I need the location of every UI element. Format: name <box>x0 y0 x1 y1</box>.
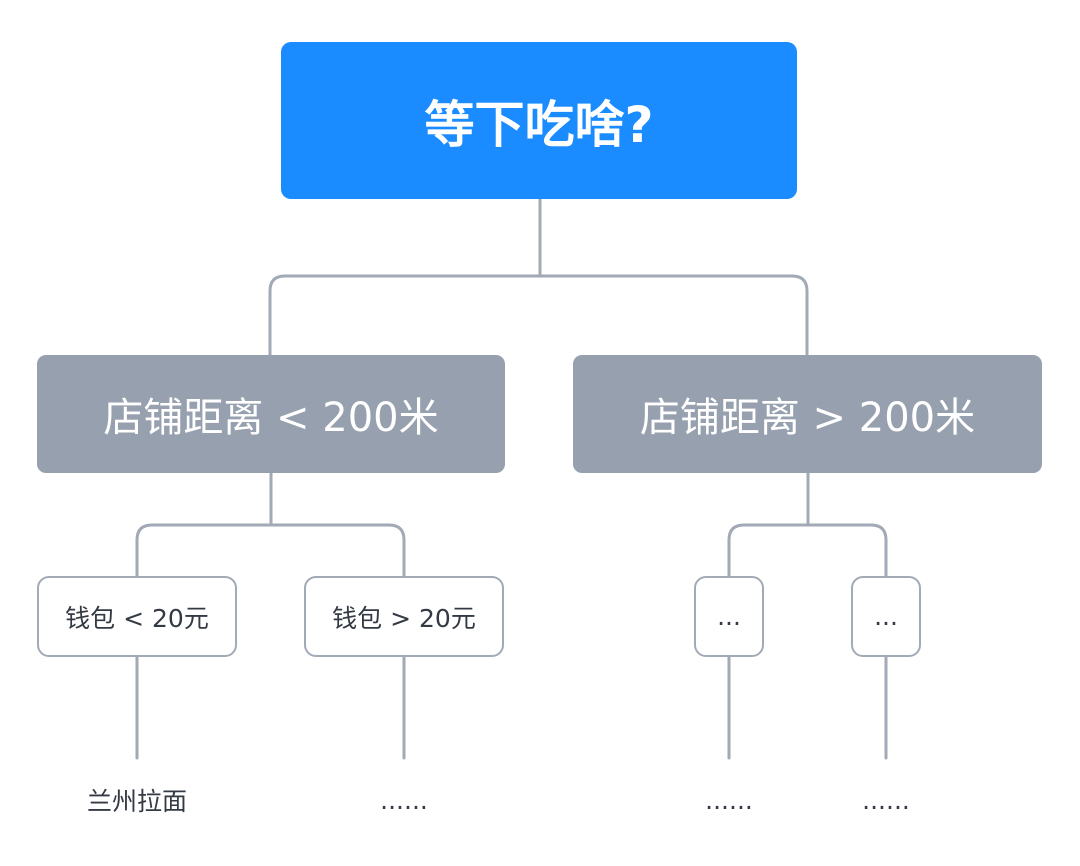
branch-node-far: 店铺距离 > 200米 <box>573 355 1042 473</box>
branch-node-near: 店铺距离 < 200米 <box>37 355 505 473</box>
leaf-node-wallet-low-label: 钱包 < 20元 <box>65 603 209 633</box>
result-text-2: ...... <box>380 785 428 815</box>
root-node: 等下吃啥? <box>281 42 797 199</box>
leaf-node-far-2: ... <box>851 576 921 657</box>
connector-right-split <box>727 523 888 578</box>
branch-node-near-label: 店铺距离 < 200米 <box>103 395 439 441</box>
branch-node-far-label: 店铺距离 > 200米 <box>639 395 976 441</box>
leaf-node-wallet-high: 钱包 > 20元 <box>304 576 504 657</box>
result-text-4: ...... <box>862 785 910 815</box>
connector-left-split <box>135 523 406 578</box>
leaf-node-far-2-label: ... <box>874 602 898 631</box>
leaf-node-wallet-high-label: 钱包 > 20元 <box>332 603 476 633</box>
leaf-node-far-1-label: ... <box>717 602 741 631</box>
result-text-1: 兰州拉面 <box>86 787 187 816</box>
leaf-node-wallet-low: 钱包 < 20元 <box>37 576 237 657</box>
result-text-3: ...... <box>705 785 753 815</box>
connector-root-split <box>268 274 809 357</box>
root-node-label: 等下吃啥? <box>424 95 654 154</box>
leaf-node-far-1: ... <box>694 576 764 657</box>
